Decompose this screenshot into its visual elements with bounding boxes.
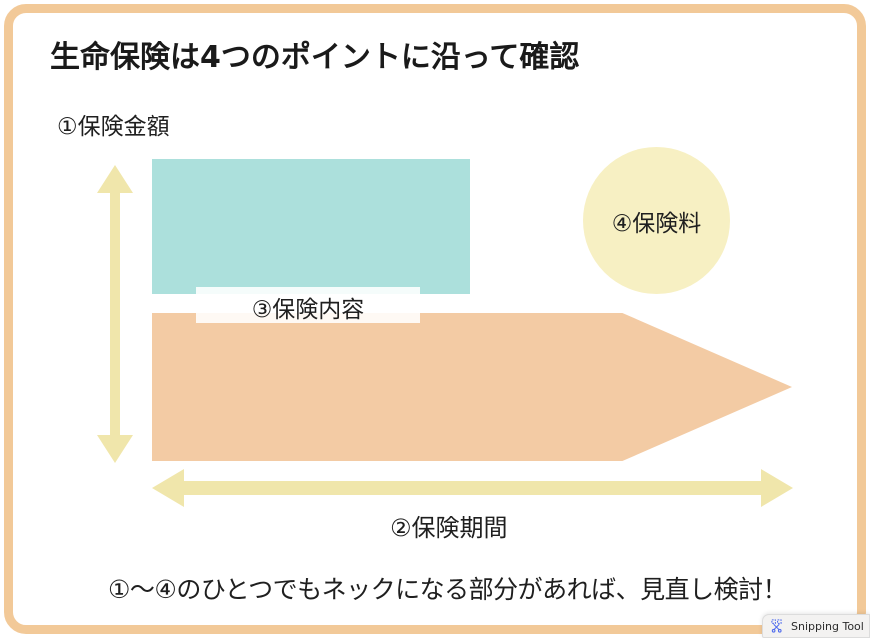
- label-insurance-premium: ④保険料: [611, 210, 702, 237]
- teal-coverage-bar: [152, 159, 470, 294]
- content-label-plate: [196, 287, 420, 323]
- label-insurance-period: ②保険期間: [390, 514, 508, 542]
- footer-note: ①～④のひとつでもネックになる部分があれば、見直し検討！: [108, 575, 788, 604]
- label-insurance-amount: ①保険金額: [57, 114, 170, 140]
- horizontal-double-arrow-icon: [152, 469, 793, 507]
- premium-circle: ④保険料: [583, 147, 730, 294]
- snipping-tool-widget[interactable]: Snipping Tool: [762, 614, 870, 638]
- label-insurance-content: ③保険内容: [251, 297, 365, 323]
- snip-scissors-icon: [771, 619, 782, 633]
- vertical-double-arrow-icon: [97, 165, 133, 463]
- snipping-tool-label: Snipping Tool: [791, 619, 864, 633]
- page-title: 生命保険は4つのポイントに沿って確認: [50, 40, 580, 75]
